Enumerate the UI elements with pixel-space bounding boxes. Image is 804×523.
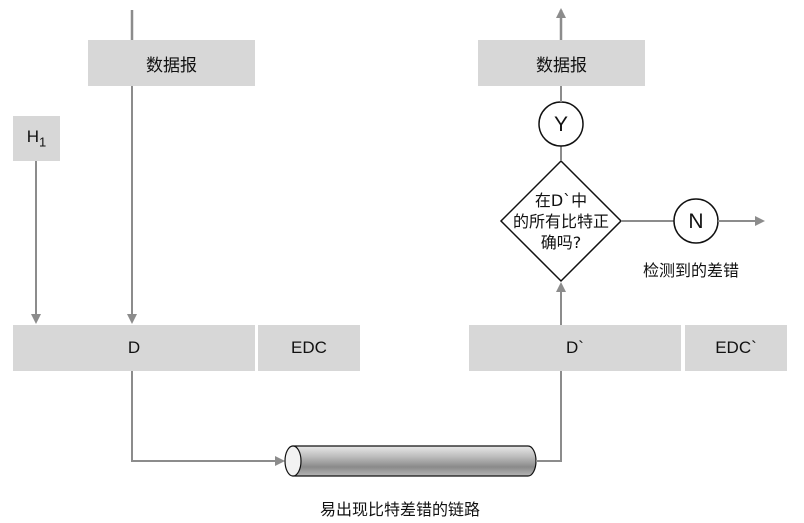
decision-diamond — [499, 159, 623, 283]
decision-question-line3: 确吗? — [541, 233, 582, 252]
receiver-edc-label: EDC` — [715, 338, 757, 357]
error-detected-label: 检测到的差错 — [643, 263, 740, 280]
yes-label: Y — [554, 113, 568, 136]
sender-to-link-arrow — [131, 371, 285, 466]
h1-label: H1 — [26, 127, 47, 150]
receiver-datagram-label: 数据报 — [536, 55, 587, 75]
link-label: 易出现比特差错的链路 — [320, 502, 481, 519]
sender-d-label: D — [127, 338, 141, 357]
h1-box: H1 — [13, 116, 60, 161]
decision-question-line1: 在D`中 — [535, 191, 587, 210]
error-prone-link-cylinder — [284, 445, 537, 477]
sender-edc-box: EDC — [258, 325, 360, 371]
receiver-datagram-box: 数据报 — [478, 40, 645, 86]
h1-subscript: 1 — [39, 134, 47, 150]
link-to-receiver-line — [536, 371, 562, 462]
decision-question-line2: 的所有比特正 — [513, 212, 609, 231]
receiver-d-box: D` — [469, 325, 681, 371]
sender-edc-label: EDC — [291, 338, 327, 357]
receiver-edc-box: EDC` — [685, 325, 787, 371]
sender-d-box: D — [13, 325, 255, 371]
sender-datagram-label: 数据报 — [146, 55, 197, 75]
sender-datagram-box: 数据报 — [88, 40, 255, 86]
receiver-d-label: D` — [566, 338, 584, 357]
no-label: N — [688, 210, 703, 233]
